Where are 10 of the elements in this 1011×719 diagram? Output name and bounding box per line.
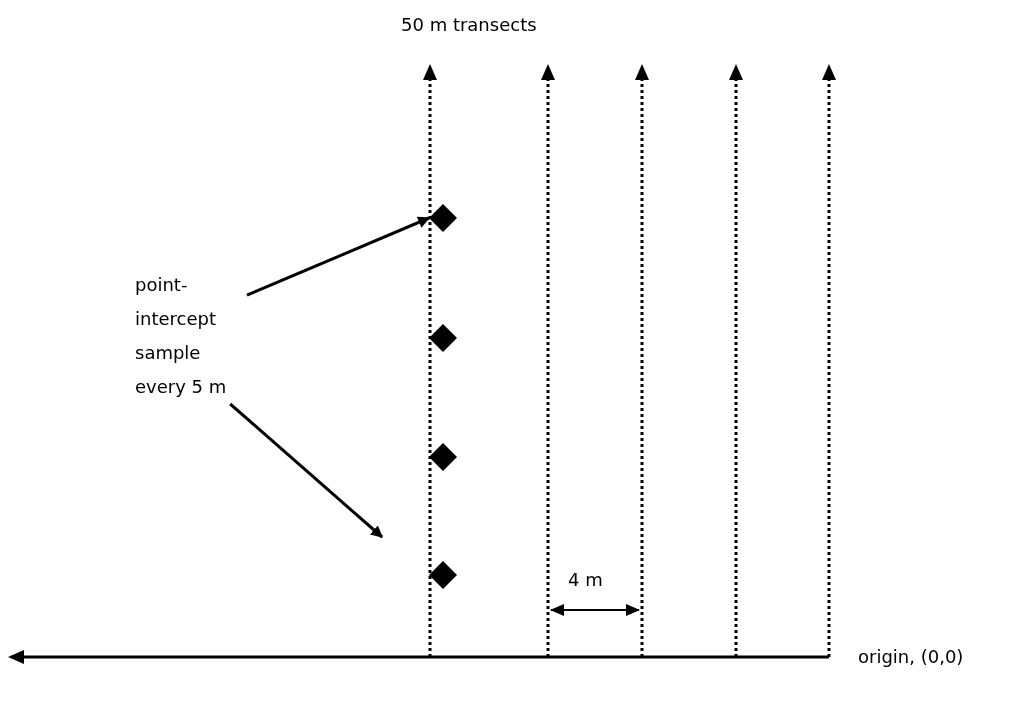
sample-point-marker [429,324,457,352]
dimension-label: 4 m [568,568,603,592]
heading-label: 50 m transects [401,13,537,37]
sample-point-marker [429,443,457,471]
leader-line [229,402,383,539]
origin-label: origin, (0,0) [858,645,964,669]
sample-point-marker [429,204,457,232]
callout-text: point-intercept sample every 5 m [135,268,247,404]
leader-line [246,216,431,297]
sample-point-marker [429,561,457,589]
